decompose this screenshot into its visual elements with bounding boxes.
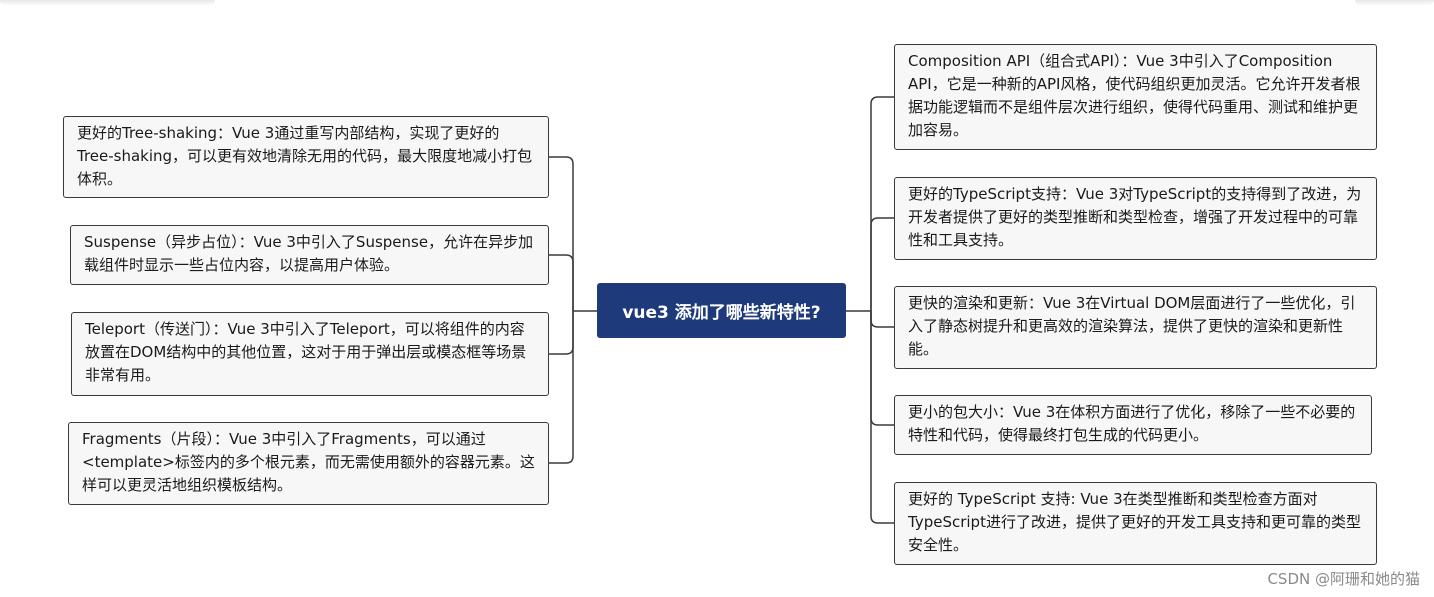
connector-right-branch: [870, 311, 894, 328]
center-topic[interactable]: vue3 添加了哪些新特性?: [597, 283, 846, 338]
connector-left-branch: [549, 156, 574, 311]
right-node-composition-api[interactable]: Composition API（组合式API）：Vue 3中引入了Composi…: [894, 44, 1377, 150]
top-edge-shadow: [0, 0, 215, 6]
connector-right-branch: [870, 96, 894, 311]
connector-left-branch: [549, 254, 574, 311]
left-node-tree-shaking[interactable]: 更好的Tree-shaking：Vue 3通过重写内部结构，实现了更好的Tree…: [63, 116, 549, 198]
node-text: Composition API（组合式API）：Vue 3中引入了Composi…: [908, 52, 1361, 139]
left-node-fragments[interactable]: Fragments（片段）：Vue 3中引入了Fragments，可以通过<te…: [68, 422, 549, 505]
node-text: 更好的 TypeScript 支持: Vue 3在类型推断和类型检查方面对Typ…: [908, 490, 1361, 554]
node-text: Teleport（传送门）：Vue 3中引入了Teleport，可以将组件的内容…: [85, 320, 527, 384]
node-text: Suspense（异步占位）：Vue 3中引入了Suspense，允许在异步加载…: [84, 233, 534, 274]
connector-right-branch: [870, 311, 894, 524]
node-text: 更快的渲染和更新：Vue 3在Virtual DOM层面进行了一些优化，引入了静…: [908, 294, 1356, 358]
right-node-typescript-support[interactable]: 更好的TypeScript支持：Vue 3对TypeScript的支持得到了改进…: [894, 177, 1377, 260]
right-node-faster-rendering[interactable]: 更快的渲染和更新：Vue 3在Virtual DOM层面进行了一些优化，引入了静…: [894, 286, 1377, 369]
right-node-typescript-safety[interactable]: 更好的 TypeScript 支持: Vue 3在类型推断和类型检查方面对Typ…: [894, 482, 1377, 565]
node-text: 更好的TypeScript支持：Vue 3对TypeScript的支持得到了改进…: [908, 185, 1362, 249]
connector-right-branch: [870, 217, 894, 311]
right-node-smaller-bundle[interactable]: 更小的包大小：Vue 3在体积方面进行了优化，移除了一些不必要的特性和代码，使得…: [894, 395, 1372, 455]
left-node-teleport[interactable]: Teleport（传送门）：Vue 3中引入了Teleport，可以将组件的内容…: [71, 312, 549, 396]
connector-left-branch: [549, 311, 574, 355]
top-edge-shadow: [1355, 0, 1434, 6]
center-topic-title: vue3 添加了哪些新特性?: [622, 303, 821, 323]
node-text: 更好的Tree-shaking：Vue 3通过重写内部结构，实现了更好的Tree…: [77, 124, 533, 188]
node-text: 更小的包大小：Vue 3在体积方面进行了优化，移除了一些不必要的特性和代码，使得…: [908, 403, 1356, 444]
connector-left-branch: [549, 311, 574, 464]
connector-right-branch: [870, 311, 894, 426]
watermark: CSDN @阿珊和她的猫: [1267, 570, 1420, 588]
left-node-suspense[interactable]: Suspense（异步占位）：Vue 3中引入了Suspense，允许在异步加载…: [70, 225, 549, 285]
node-text: Fragments（片段）：Vue 3中引入了Fragments，可以通过<te…: [82, 430, 535, 494]
